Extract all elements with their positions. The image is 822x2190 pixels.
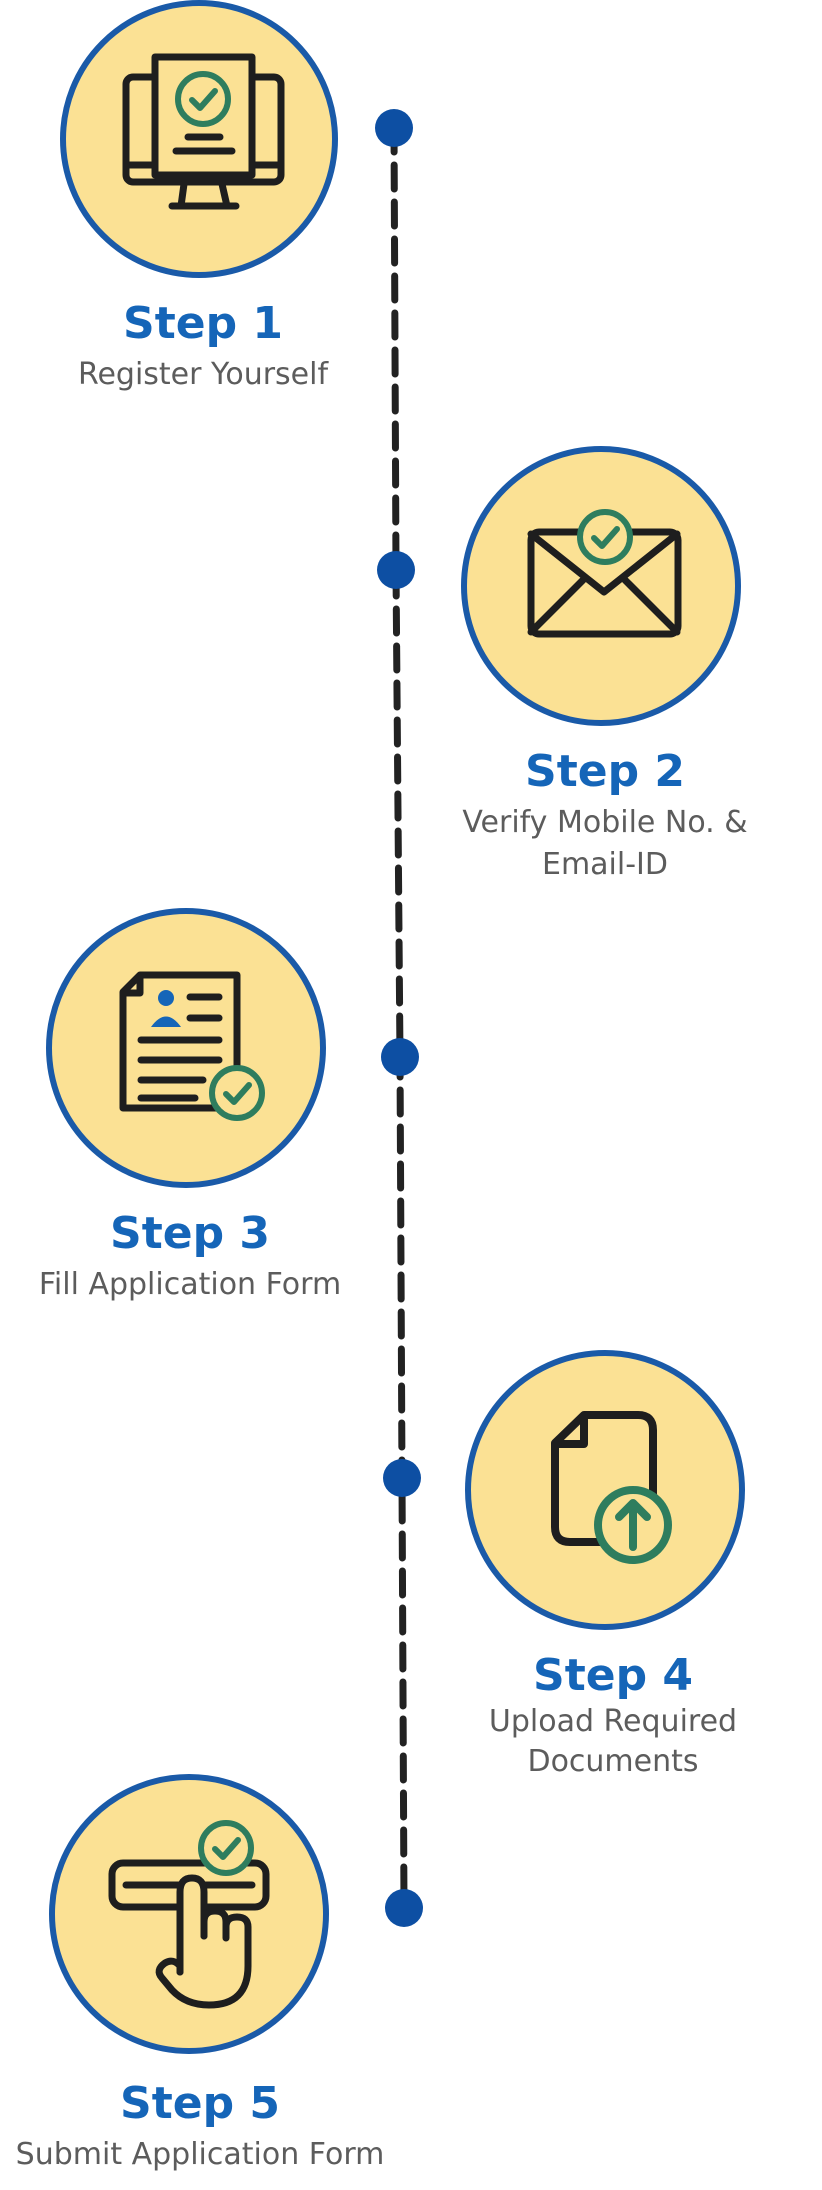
step-2-description: Verify Mobile No. & Email-ID	[462, 805, 748, 882]
step-3-circle	[46, 908, 326, 1188]
step-2-title: Step 2	[525, 746, 685, 797]
step-1-description: Register Yourself	[77, 357, 329, 392]
step-3: Step 3 Fill Application Form	[10, 1208, 370, 1306]
step-2: Step 2 Verify Mobile No. & Email-ID	[425, 746, 785, 886]
computer-document-check-icon	[122, 53, 285, 210]
step-4-circle	[465, 1350, 745, 1630]
envelope-check-icon	[527, 509, 682, 638]
step-5-description: Submit Application Form	[15, 2137, 385, 2172]
form-check-icon	[119, 971, 265, 1121]
step-5-title: Step 5	[120, 2078, 280, 2129]
timeline-dot-1	[375, 109, 413, 147]
step-4-title: Step 4	[533, 1650, 693, 1701]
timeline-dot-5	[385, 1889, 423, 1927]
step-5: Step 5 Submit Application Form	[0, 2078, 400, 2176]
step-1: Step 1 Register Yourself	[23, 298, 383, 396]
step-1-title: Step 1	[123, 298, 283, 349]
step-4: Step 4 Upload Required Documents	[433, 1650, 793, 1782]
step-3-title: Step 3	[110, 1208, 270, 1259]
finger-click-check-icon	[108, 1820, 270, 2009]
timeline-dot-3	[381, 1038, 419, 1076]
document-upload-icon	[551, 1411, 672, 1564]
step-3-description: Fill Application Form	[38, 1267, 342, 1302]
timeline-dot-4	[383, 1459, 421, 1497]
timeline-dot-2	[377, 551, 415, 589]
timeline-connector	[390, 124, 408, 1912]
step-4-description: Upload Required Documents	[488, 1704, 738, 1779]
